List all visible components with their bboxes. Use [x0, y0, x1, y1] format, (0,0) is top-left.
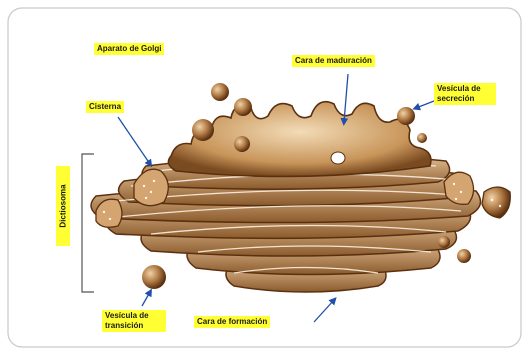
cara-formacion-label: Cara de formación: [194, 316, 270, 328]
dictiosoma-label-box: Dictiosoma: [56, 166, 70, 246]
cara-maduracion-label: Cara de maduración: [292, 55, 375, 67]
diagram-frame: Aparato de Golgi Cisterna Cara de madura…: [6, 6, 523, 349]
cisterna-label: Cisterna: [86, 101, 124, 113]
title-label: Aparato de Golgi: [94, 43, 164, 55]
vesicula-secrecion-label: Vesícula de secreción: [434, 83, 496, 105]
dictiosoma-label: Dictiosoma: [59, 184, 68, 227]
right-flap: [444, 172, 474, 204]
transition-vesicle: [142, 265, 166, 289]
vesicula-transicion-label: Vesícula de transición: [102, 310, 166, 332]
golgi-illustration: [6, 6, 523, 349]
